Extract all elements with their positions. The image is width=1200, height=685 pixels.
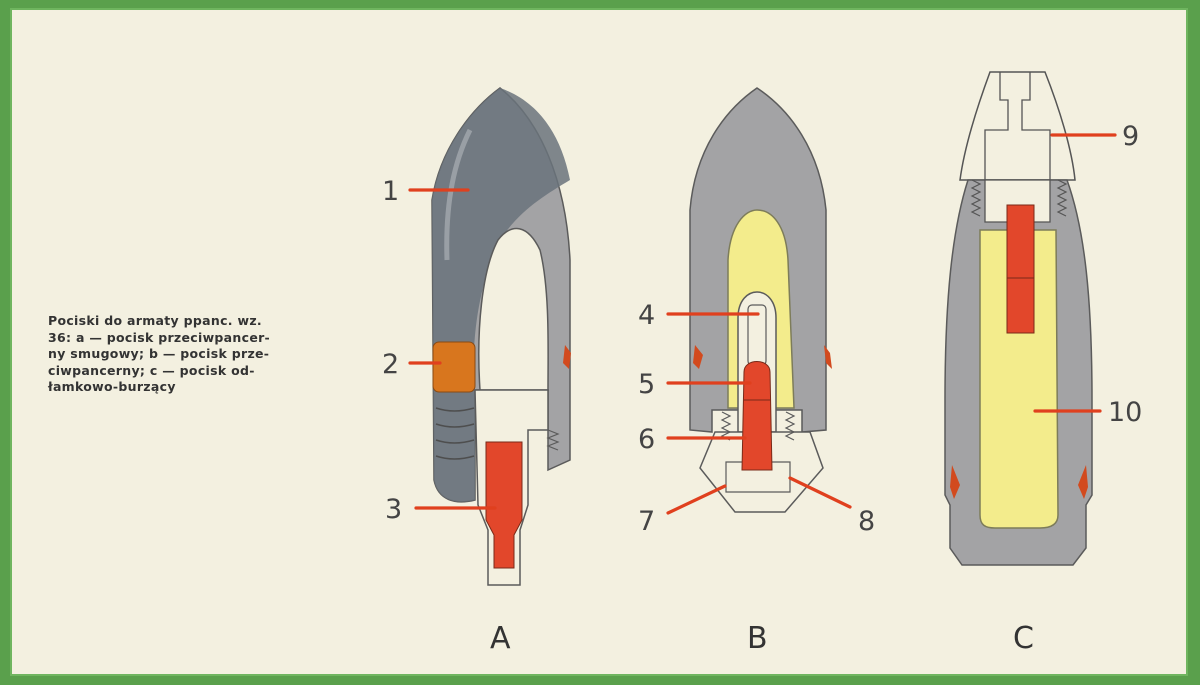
callout-7: 7: [638, 506, 655, 537]
callout-4: 4: [638, 300, 655, 331]
callout-5: 5: [638, 369, 655, 400]
callout-2: 2: [382, 349, 399, 380]
shell-c: [944, 71, 1093, 566]
callout-8: 8: [858, 506, 875, 537]
caption-line: ny smugowy; b — pocisk prze-: [48, 346, 270, 361]
caption-line: łamkowo-burzący: [48, 379, 176, 394]
caption-line: 36: a — pocisk przeciwpancer-: [48, 329, 271, 345]
callout-numbers: 1 2 3 4 5 6 7 8 9 10: [382, 121, 1142, 537]
figure-label-b: B: [747, 621, 768, 656]
shell-c-explosive: [979, 229, 1059, 529]
leader-7: [666, 484, 727, 515]
callout-3: 3: [385, 494, 402, 525]
callout-10: 10: [1108, 397, 1142, 428]
shell-c-detonator: [1006, 204, 1035, 334]
shell-b-detonator: [741, 361, 773, 471]
shell-c-nose-fuse: [959, 71, 1076, 181]
leader-8: [788, 476, 852, 509]
callout-1: 1: [382, 176, 399, 207]
figure-caption: Pociski do armaty ppanc. wz. 36: a — poc…: [48, 313, 378, 396]
caption-line: ciwpancerny; c — pocisk od-: [48, 362, 255, 378]
caption-line: Pociski do armaty ppanc. wz.: [48, 313, 262, 328]
leader-lines: [408, 133, 1117, 515]
shell-a-driving-band: [432, 341, 476, 393]
callout-9: 9: [1122, 121, 1139, 152]
shell-a-cavity: [478, 227, 549, 391]
figure-letters: A B C: [490, 621, 1034, 656]
callout-6: 6: [638, 424, 655, 455]
shell-b: [689, 87, 832, 513]
shell-a-tracer: [485, 441, 523, 569]
figure-label-c: C: [1013, 621, 1034, 656]
figure-label-a: A: [490, 621, 511, 656]
shell-a: [431, 87, 571, 586]
